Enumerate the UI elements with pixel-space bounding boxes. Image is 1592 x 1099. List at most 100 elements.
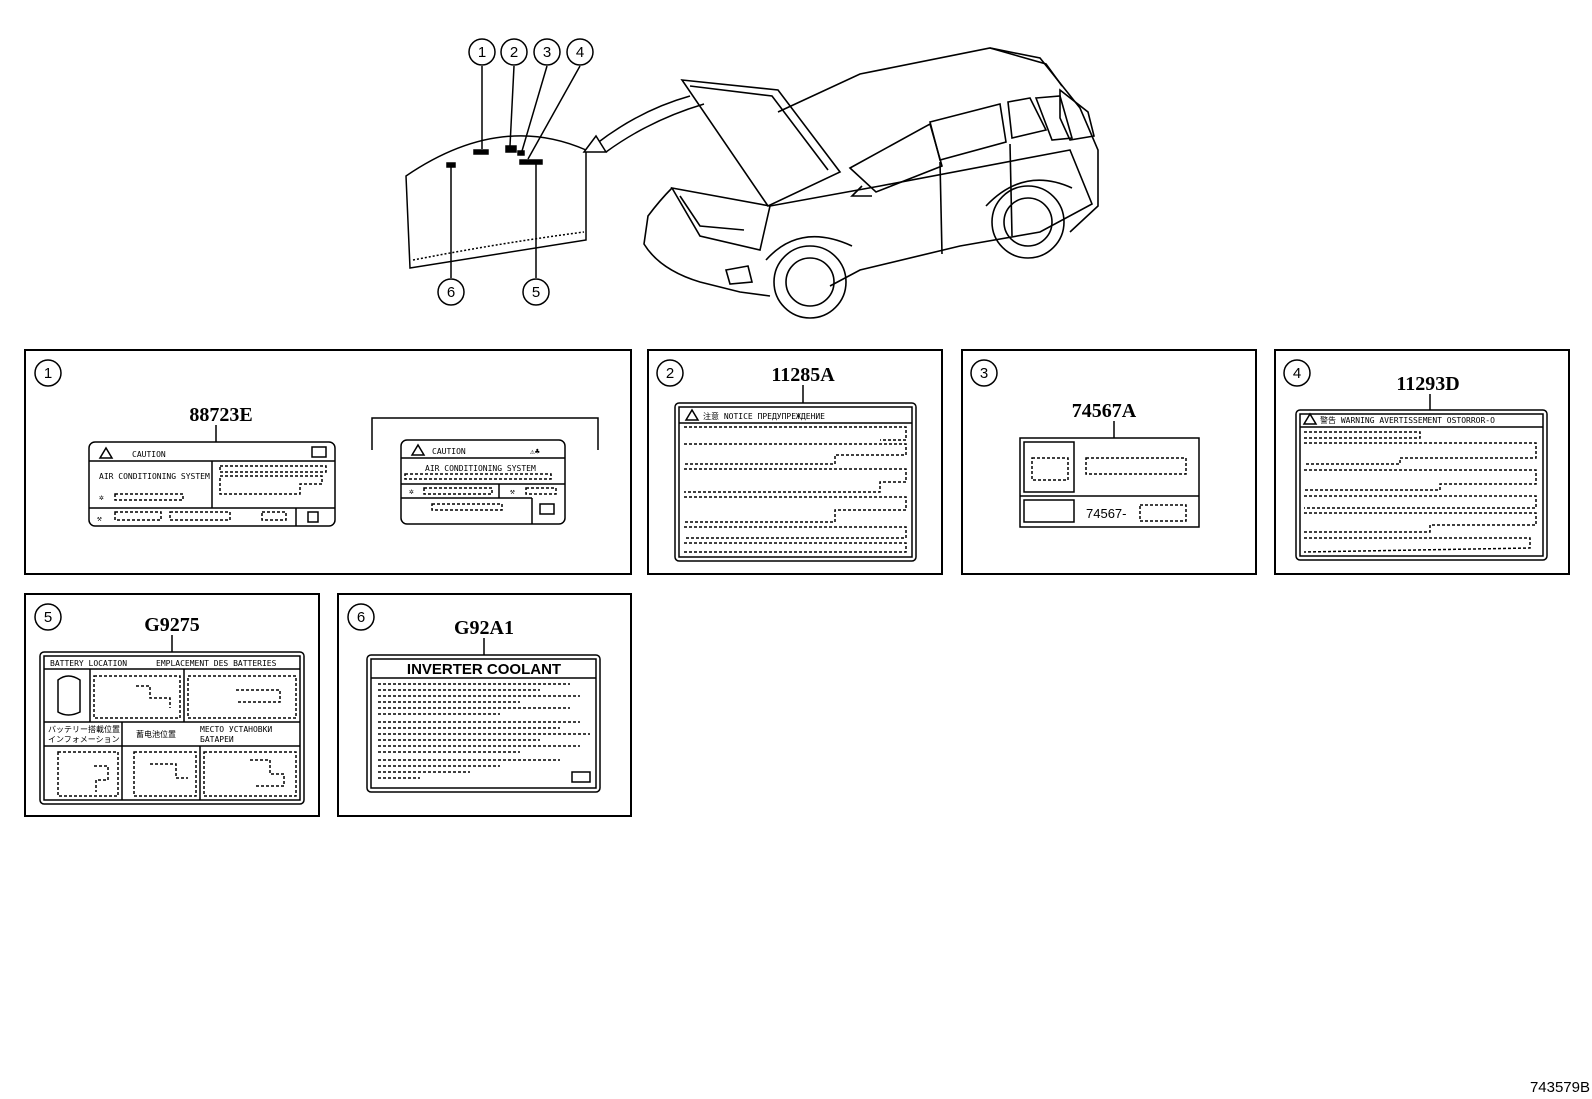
car-open-hood [680, 79, 842, 208]
panel-1-num: 1 [44, 365, 52, 382]
panel-1-num-circle [34, 359, 62, 387]
panel-5-heading-cn: 蓄电池位置 [136, 729, 176, 739]
panel-4-warning-icon [1302, 412, 1318, 425]
car-mirror [850, 185, 872, 197]
panel-6-label [366, 654, 601, 793]
car-spoiler [989, 47, 1063, 87]
panel-1-book-icon-a [311, 446, 327, 458]
panel-1-label-a [88, 441, 336, 527]
panel-1-label-b [400, 439, 566, 525]
panel-2-num-circle [656, 359, 684, 387]
callout-circle-6 [437, 278, 465, 306]
hood-mark-6 [446, 162, 456, 168]
panel-5-heading-jp2: インフォメーション [48, 735, 120, 744]
panel-4-num-circle [1283, 359, 1311, 387]
panel-3-num-circle [970, 359, 998, 387]
svg-text:✲: ✲ [409, 487, 414, 496]
pointer-arrow [582, 95, 705, 153]
panel-1-bracket [371, 417, 599, 450]
panel-5-label [39, 651, 305, 805]
hood-mark-4 [519, 159, 543, 165]
panel-1-caution-b: CAUTION [432, 447, 466, 456]
panel-2-frame [647, 349, 943, 575]
panel-1-system-b: AIR CONDITIONING SYSTEM [425, 464, 536, 473]
callout-num-5: 5 [532, 284, 540, 301]
panel-1: 1 88723E CAUTION AIR CONDITIONING SYSTEM… [24, 349, 632, 575]
panel-1-warning-icon-a [98, 446, 114, 459]
panel-6: 6 G92A1 INVERTER COOLANT [337, 593, 632, 817]
hood-mark-3 [517, 150, 525, 156]
panel-5-heading-ru1: МЕСТО УСТАНОВКИ [200, 725, 272, 734]
callout-circle-5 [522, 278, 550, 306]
panel-4-frame [1274, 349, 1570, 575]
panel-3-label [1019, 437, 1200, 528]
car-wheel-front [773, 245, 847, 319]
leader-4 [527, 65, 581, 160]
callout-circle-1 [468, 38, 496, 66]
callout-circle-4 [566, 38, 594, 66]
hood-mark-1 [473, 149, 489, 155]
panel-1-fan-icon-a: ✲ [99, 493, 104, 502]
panel-4-num: 4 [1293, 365, 1301, 382]
panel-5-frame [24, 593, 320, 817]
panel-2-header: 注意 NOTICE ПРЕДУПРЕЖДЕНИЕ [703, 411, 825, 421]
car-windshield-pillar [848, 122, 943, 193]
suv-drawing [643, 47, 1099, 319]
panel-5-heading-en: BATTERY LOCATION [50, 659, 127, 668]
panel-4-header: 警告 WARNING AVERTISSEMENT OSTORROR-O [1320, 415, 1495, 425]
car-grille [670, 186, 771, 251]
leader-3 [521, 65, 548, 152]
car-foglight [724, 265, 754, 285]
hood-edge [412, 231, 585, 261]
svg-text:⚒: ⚒ [510, 487, 515, 496]
panel-2-warning-icon [684, 408, 700, 421]
panel-6-part-code: G92A1 [454, 617, 514, 639]
callout-num-1: 1 [478, 44, 486, 61]
panel-6-num: 6 [357, 609, 365, 626]
panel-4: 4 11293D 警告 WARNING AVERTISSEMENT OSTORR… [1274, 349, 1570, 575]
panel-1-wrench-icon-a: ⚒ [97, 514, 102, 523]
car-window-rear [1007, 97, 1048, 139]
car-window-quarter [1034, 95, 1074, 141]
panel-5-car-icon [57, 675, 81, 716]
hood-mark-2 [505, 145, 517, 153]
callout-num-3: 3 [543, 44, 551, 61]
panel-5-heading-ru2: БАТАРЕИ [200, 735, 234, 744]
panel-1-system-a: AIR CONDITIONING SYSTEM [99, 472, 210, 481]
panel-5-num: 5 [44, 609, 52, 626]
car-door-line [939, 161, 943, 255]
panel-3-frame [961, 349, 1257, 575]
panel-5-num-circle [34, 603, 62, 631]
panel-1-icons-b: ⚠♣ [530, 447, 540, 456]
panel-5-part-code: G9275 [144, 614, 200, 636]
callout-num-6: 6 [447, 284, 455, 301]
callout-num-4: 4 [576, 44, 584, 61]
car-side [769, 149, 1094, 287]
car-roof [777, 47, 1099, 233]
panel-2-part-code: 11285A [771, 364, 835, 386]
panel-3-part-code: 74567A [1072, 400, 1137, 422]
panel-2-num: 2 [666, 365, 674, 382]
car-wheel-rear [991, 185, 1065, 259]
car-front-bumper [643, 187, 771, 297]
panel-6-frame [337, 593, 632, 817]
panel-1-warning-icon-b [410, 443, 426, 456]
callout-num-2: 2 [510, 44, 518, 61]
panel-5-heading-fr: EMPLACEMENT DES BATTERIES [156, 659, 277, 668]
car-taillight [1059, 88, 1095, 141]
panel-5: 5 G9275 BATTERY LOCATION EMPLACEMENT DES… [24, 593, 320, 817]
panel-1-frame [24, 349, 632, 575]
panel-6-header: INVERTER COOLANT [407, 661, 561, 678]
panel-1-caution-a: CAUTION [132, 450, 166, 459]
car-window-front [929, 103, 1007, 161]
hood-diagram: 1 2 3 4 5 6 [405, 38, 594, 306]
panel-3-num: 3 [980, 365, 988, 382]
callout-circle-3 [533, 38, 561, 66]
panel-6-num-circle [347, 603, 375, 631]
panel-2: 2 11285A 注意 NOTICE ПРЕДУПРЕЖДЕНИЕ [647, 349, 943, 575]
panel-5-heading-jp1: バッテリー搭載位置 [48, 724, 120, 734]
callout-circle-2 [500, 38, 528, 66]
panel-3: 3 74567A 74567- [961, 349, 1257, 575]
hood-outline [405, 135, 587, 269]
